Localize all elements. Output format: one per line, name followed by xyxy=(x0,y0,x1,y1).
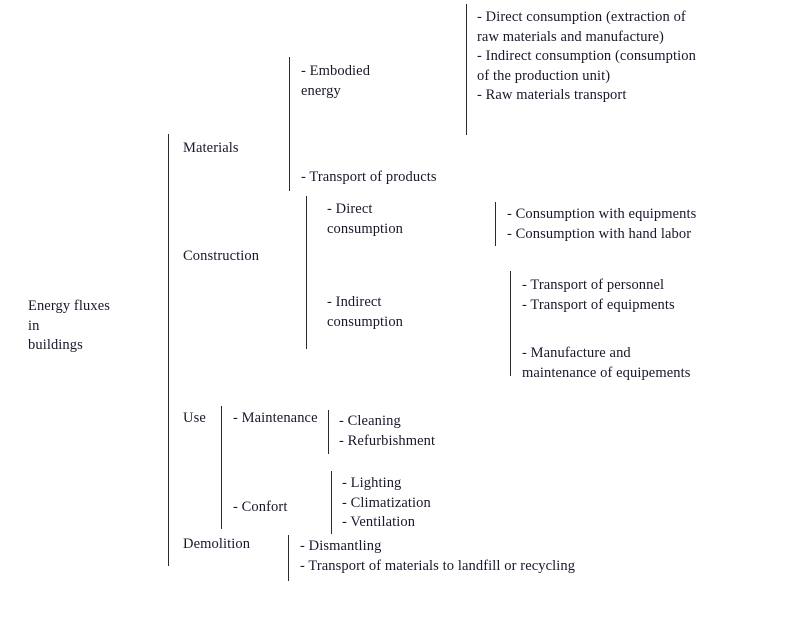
embodied-energy-branch-connector-line xyxy=(466,4,467,135)
use-branch-connector-line xyxy=(221,406,222,529)
node-direct-consumption-items: - Consumption with equipments - Consumpt… xyxy=(507,206,697,242)
node-materials: Materials xyxy=(183,140,239,156)
node-demolition-items: - Dismantling - Transport of materials t… xyxy=(300,538,576,574)
root-branch-connector-line xyxy=(168,134,169,566)
node-confort-items: - Lighting - Climatization - Ventilation xyxy=(342,475,431,530)
maintenance-branch-connector-line xyxy=(328,410,329,454)
node-construction: Construction xyxy=(183,248,260,264)
node-direct-consumption: - Direct consumption xyxy=(327,201,404,237)
node-indirect-consumption: - Indirect consumption xyxy=(327,294,404,330)
indirect-consumption-branch-connector-line xyxy=(510,271,511,376)
node-embodied-energy: - Embodied energy xyxy=(301,63,371,99)
node-indirect-consumption-manufacture-items: - Manufacture and maintenance of equipem… xyxy=(522,345,691,381)
node-demolition: Demolition xyxy=(183,536,251,552)
node-indirect-consumption-transport-items: - Transport of personnel - Transport of … xyxy=(522,277,675,313)
confort-branch-connector-line xyxy=(331,471,332,534)
direct-consumption-branch-connector-line xyxy=(495,202,496,246)
node-transport-of-products: - Transport of products xyxy=(301,169,437,185)
node-embodied-energy-items: - Direct consumption (extraction of raw … xyxy=(477,9,696,103)
materials-branch-connector-line xyxy=(289,57,290,191)
node-maintenance: - Maintenance xyxy=(233,410,318,426)
node-maintenance-items: - Cleaning - Refurbishment xyxy=(339,413,436,449)
node-confort: - Confort xyxy=(233,499,288,515)
root-node-energy-fluxes-in-buildings: Energy fluxes in buildings xyxy=(28,298,110,353)
node-use: Use xyxy=(183,410,206,426)
construction-branch-connector-line xyxy=(306,196,307,349)
demolition-branch-connector-line xyxy=(288,535,289,581)
